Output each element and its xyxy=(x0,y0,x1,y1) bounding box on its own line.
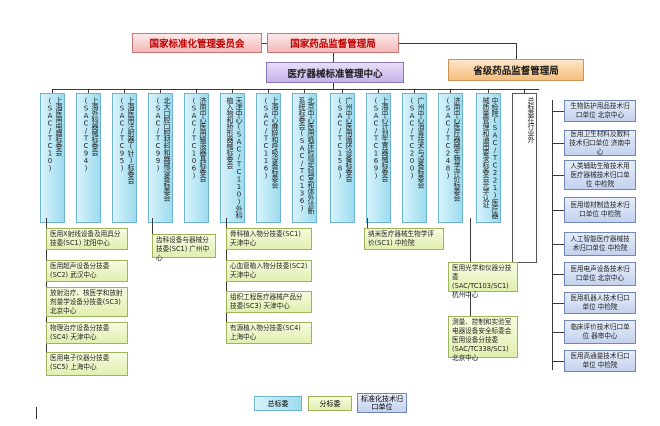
committee-column: 上海医用电器标委会(SAC/TC10) xyxy=(40,93,65,223)
text-cursor xyxy=(36,407,37,419)
sub-item: 医用光学和仪器分技委 (SAC/TC103/SC1) 杭州中心 xyxy=(448,262,518,299)
connector-col10-subs xyxy=(367,218,368,232)
tech-unit-box: 临床评价技术归口单位 器审中心 xyxy=(564,320,636,344)
sub-item: 放射治疗、核医学和放射剂量学设备分技委(SC3) 北京中心 xyxy=(46,287,128,317)
connector-column xyxy=(232,89,233,93)
connector-right-units xyxy=(552,100,553,370)
connector-column xyxy=(124,89,125,93)
tech-unit-box: 医用电声设备技术归口单位 北京中心 xyxy=(564,262,636,286)
sub-item: 纳米医疗器械生物学评价(SC1) 中检院 xyxy=(364,228,444,250)
sub-item: 组织工程医疗器械产品分技委(SC3) 天津中心 xyxy=(226,291,312,313)
connector-column xyxy=(414,89,415,93)
connector-columns-bus xyxy=(52,89,539,90)
connector-nmpa-center xyxy=(333,53,334,62)
connector-right-unit xyxy=(552,175,564,176)
connector-sac-nmpa xyxy=(262,43,267,44)
committee-column: 广州中心医用循环设备标委会(SAC/TC158) xyxy=(330,93,355,223)
connector-column xyxy=(304,89,305,93)
committee-column: 天津中心(SAC/TC110)外科植入物和矫形器械标委会 xyxy=(220,93,245,223)
connector-right-unit xyxy=(552,210,564,211)
committee-column: 济南中心医用输液器具标委会(SAC/TC106) xyxy=(184,93,209,223)
connector-right-unit xyxy=(552,274,564,275)
connector-nmpa-provincial-h xyxy=(399,43,517,44)
legend-main: 总标委 xyxy=(254,396,302,411)
tech-unit-box: 医用机器人技术归口单位 中检院 xyxy=(564,292,636,314)
connector-column xyxy=(52,89,53,93)
connector-column xyxy=(268,89,269,93)
connector-right-unit xyxy=(552,244,564,245)
standards-center-box: 医疗器械标准管理中心 xyxy=(266,62,404,83)
connector-right-unit xyxy=(552,111,564,112)
committee-column: 上海中心麻醉和呼吸设备标委会(SAC/TC116) xyxy=(256,93,281,223)
tech-unit-box: 医用增材制造技术归口单位 中检院 xyxy=(564,197,636,223)
committee-column: 上海外科器械标委会(SAC/TC94) xyxy=(76,93,101,223)
sub-item: 心血管植入物分技委(SC2) 天津中心 xyxy=(226,260,312,282)
tech-unit-box: 人工智能医疗器械技术归口单位 中检院 xyxy=(564,232,636,256)
tech-unit-box: 生物防护用品技术归口单位 北京中心 xyxy=(564,100,636,122)
connector-right-unit xyxy=(552,143,564,144)
tech-unit-box: 医用卫生材料及敷料技术归口单位 济南中心 xyxy=(564,130,636,156)
sac-box: 国家标准化管理委员会 xyxy=(132,33,262,53)
committee-column: 总标委在行业外 xyxy=(512,93,537,263)
sub-item: 骨科植入物分技委(SC1) 天津中心 xyxy=(226,228,312,250)
tech-unit-box: 医用高通量技术归口单位 中检院 xyxy=(564,350,636,372)
committee-column: 北京中心医用临床检验实验室和体外诊断系统标委会(SAC/TC136) xyxy=(292,93,317,223)
connector-right-unit xyxy=(552,361,564,362)
connector-nmpa-provincial-v xyxy=(516,43,517,59)
connector-column xyxy=(378,89,379,93)
connector-column xyxy=(524,89,525,93)
connector-right-unit xyxy=(552,332,564,333)
connector-column xyxy=(196,89,197,93)
tech-unit-box: 人类辅助生殖技术用医疗器械技术归口单位 中检院 xyxy=(564,160,636,190)
committee-column: 中检院(SAC/TC221)医疗器械质量管理和通用要求标委会光学认证 xyxy=(476,93,501,223)
sub-item: 医用超声设备分技委(SC2) 武汉中心 xyxy=(46,260,128,282)
committee-column: 上海中心计划生育器械标委会(SAC/TC169) xyxy=(366,93,391,223)
sub-item: 医用X射线设备及用具分技委(SC1) 沈阳中心 xyxy=(46,228,128,250)
connector-column xyxy=(342,89,343,93)
connector-right-unit xyxy=(552,303,564,304)
nmpa-box: 国家药品监督管理局 xyxy=(267,33,399,53)
connector-center-down xyxy=(333,83,334,89)
committee-column: 济南中心医疗器械生物学评价标委会(SAC/TC248) xyxy=(438,93,463,223)
connector-column xyxy=(88,89,89,93)
legend-sub: 分标委 xyxy=(308,396,352,411)
connector-column xyxy=(488,89,489,93)
sub-item: 齿科设备与器械分技委(SC1) 广州中心 xyxy=(152,234,216,262)
committee-column: 广州中心消毒技术与设备标委会(SAC/TC200) xyxy=(402,93,427,223)
sub-item: 测量、控制和实验室电器设备安全标委会医用设备分技委(SAC/TC338/SC1)… xyxy=(448,316,518,362)
connector-column xyxy=(160,89,161,93)
sub-item: 有源植入物分技委(SC4) 上海中心 xyxy=(226,322,312,344)
connector-column xyxy=(450,89,451,93)
legend-tech: 标准化技术归口单位 xyxy=(357,393,407,413)
sub-item: 医用电子仪器分技委(SC5) 上海中心 xyxy=(46,352,128,376)
provincial-box: 省级药品监督管理局 xyxy=(448,59,584,81)
committee-column: 北大口腔口腔材料和器械设备标委会(SAC/TC99) xyxy=(148,93,173,223)
committee-column: 上海医用注射器(针)标委会(SAC/TC95) xyxy=(112,93,137,223)
sub-item: 物理治疗设备分技委(SC4) 天津中心 xyxy=(46,322,128,344)
